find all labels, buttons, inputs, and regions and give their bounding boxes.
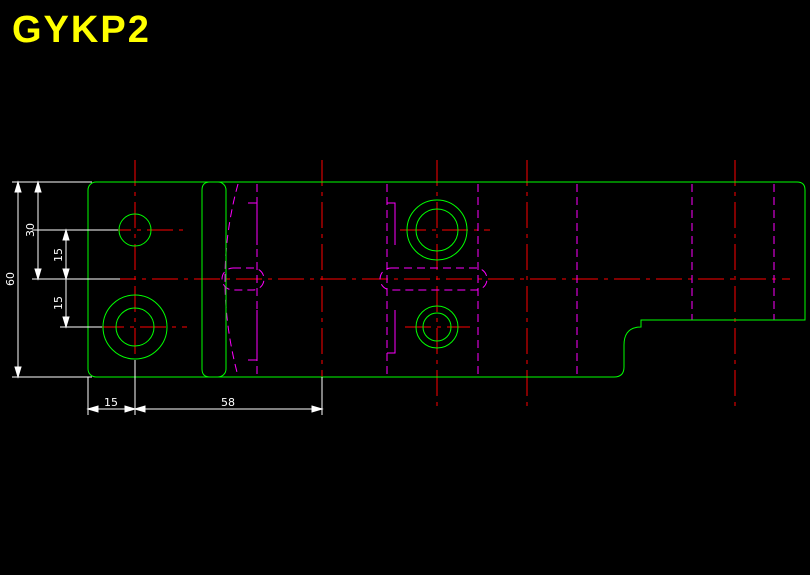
hidden-step-left-lower [248, 310, 258, 361]
hole-top-right-outer [406, 199, 468, 261]
dim-text-left-offset: 15 [104, 396, 118, 409]
hidden-step-right-lower [387, 310, 396, 354]
hidden-arc [224, 183, 239, 377]
hidden-lines [221, 183, 775, 377]
hidden-slot-left [221, 267, 265, 291]
drawing-title: GYKP2 [12, 9, 151, 51]
hole-bottom-left-outer [102, 294, 168, 360]
dim-text-lower-gap: 15 [52, 296, 65, 310]
dim-text-upper-gap: 15 [52, 248, 65, 262]
hidden-slot-right [379, 267, 488, 291]
hidden-step-left [248, 202, 258, 245]
hole-bottom-right-outer [415, 305, 459, 349]
hole-bottom-right-inner [422, 312, 452, 342]
dimensions [12, 180, 324, 415]
hole-bottom-left-inner [115, 307, 155, 347]
dim-text-top-hole-offset: 30 [24, 223, 37, 237]
hole-top-left [118, 213, 152, 247]
dim-text-center-spacing: 58 [221, 396, 235, 409]
hidden-step-right [387, 202, 396, 245]
hole-top-right-inner [415, 208, 459, 252]
dim-text-overall-height: 60 [4, 272, 17, 286]
outline-main-body [201, 181, 806, 378]
hidden-steps [248, 202, 396, 361]
